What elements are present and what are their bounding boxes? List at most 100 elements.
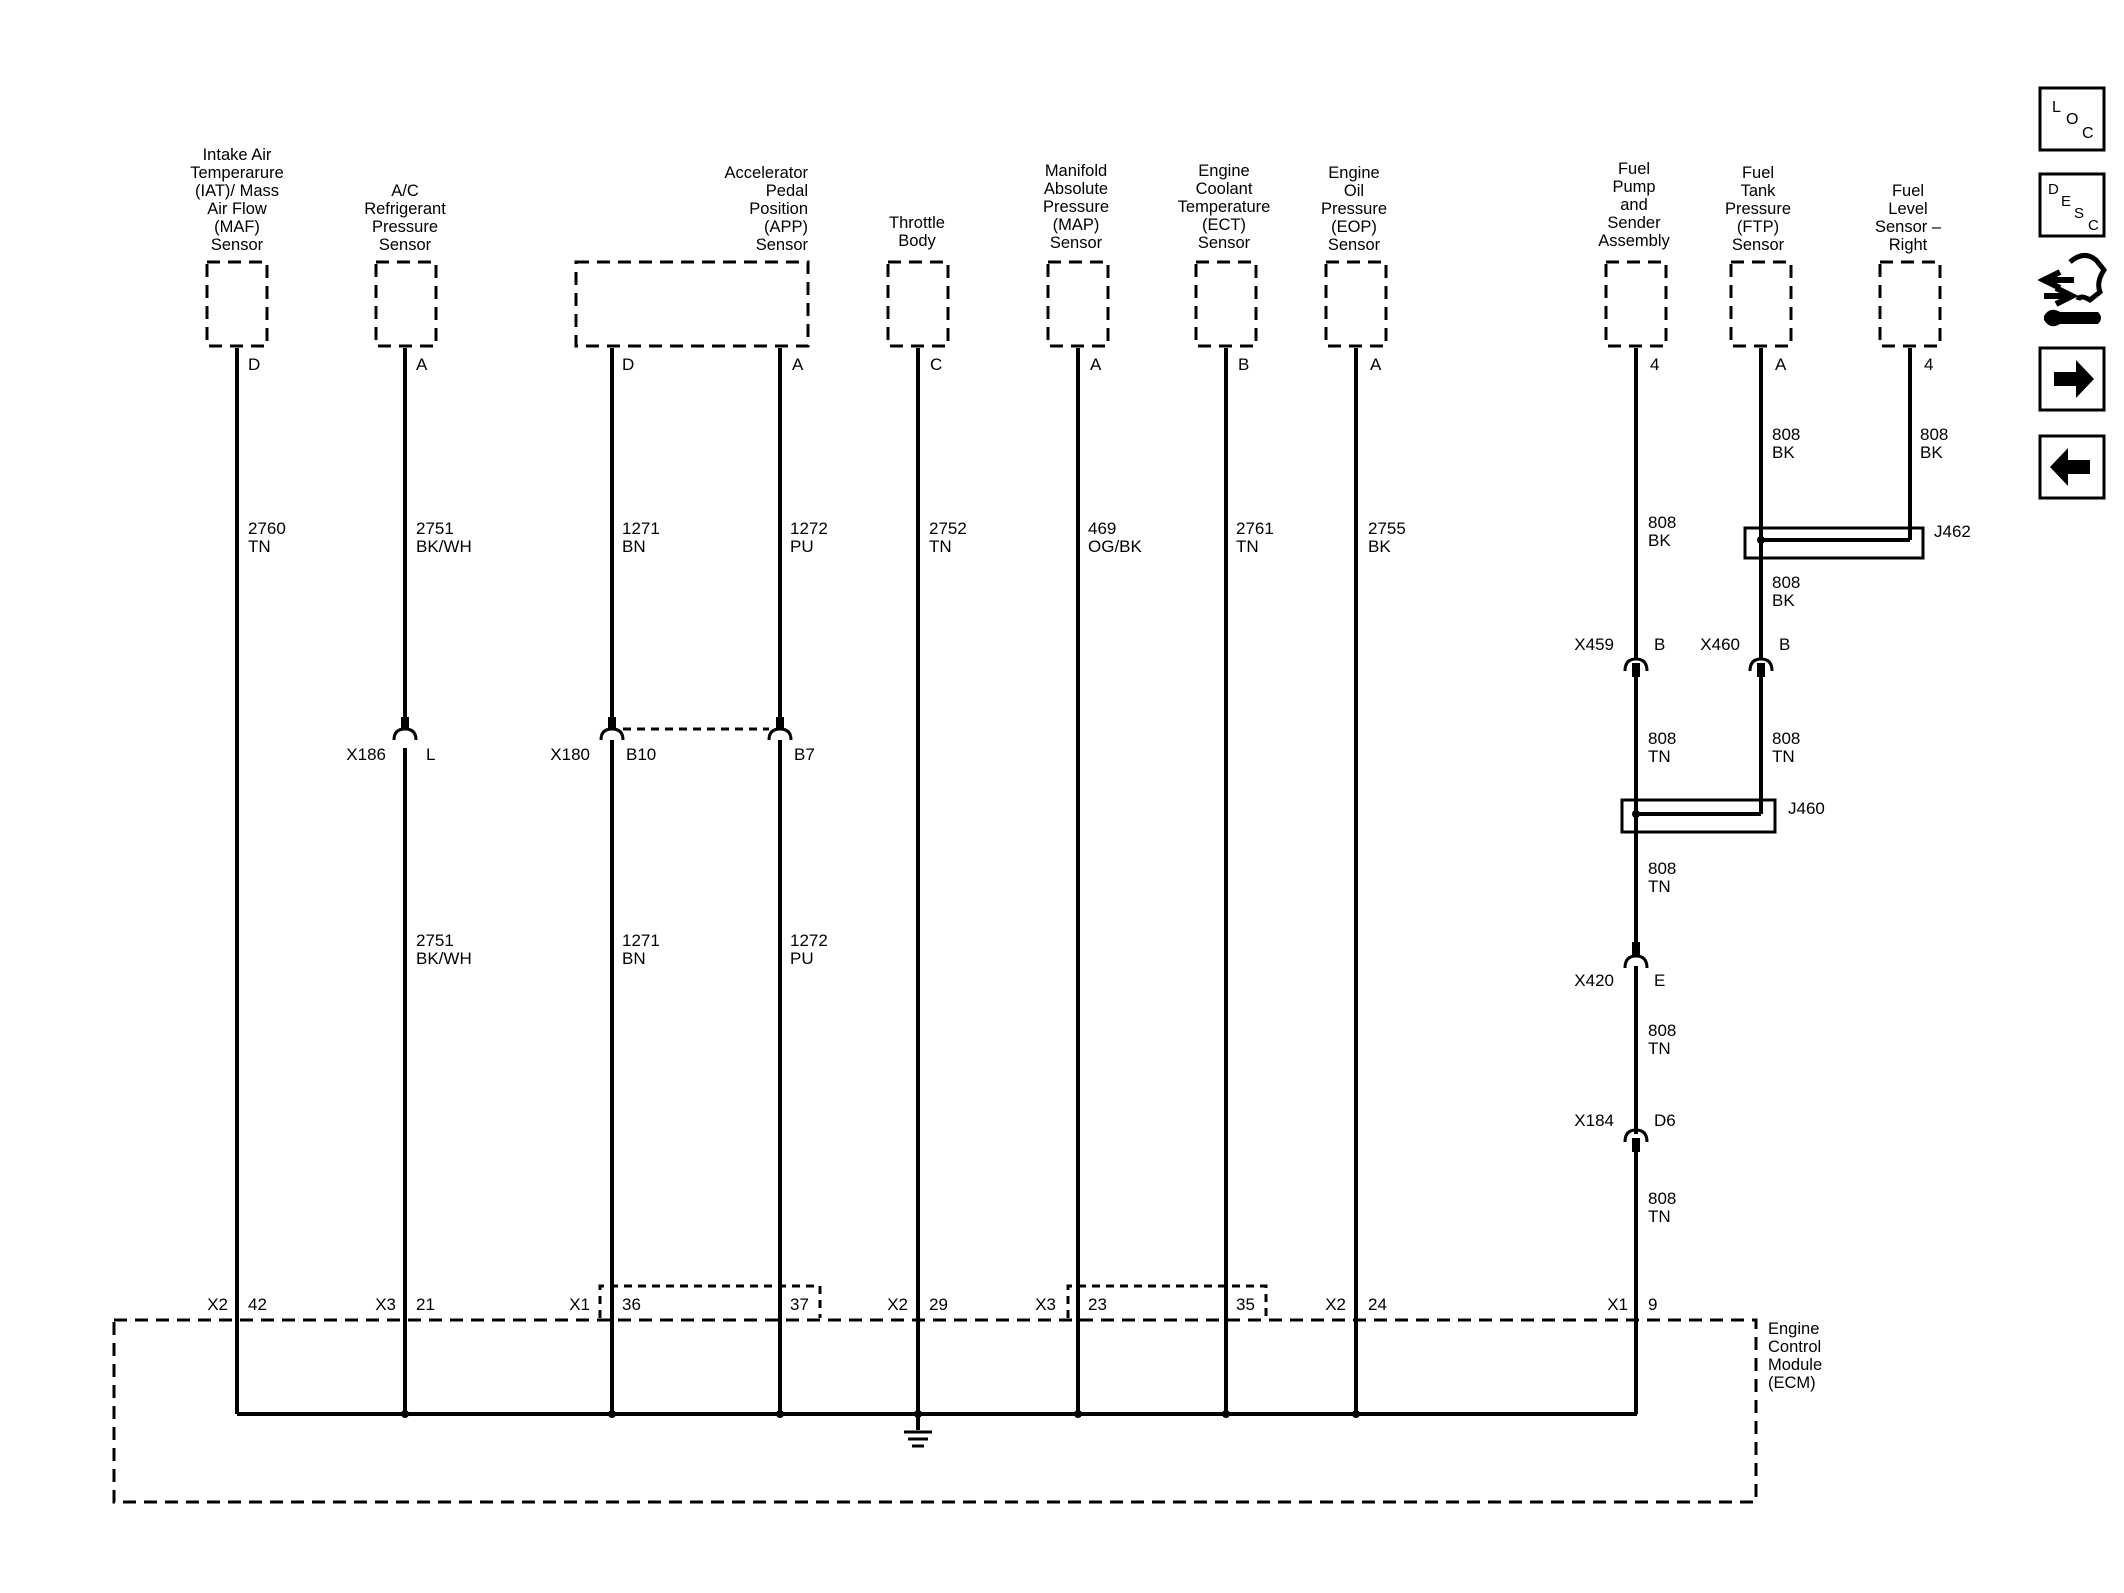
svg-text:Sensor: Sensor [1732, 236, 1785, 254]
next-page-button[interactable] [2038, 346, 2106, 412]
svg-text:BN: BN [622, 949, 646, 968]
svg-text:Sensor: Sensor [756, 236, 809, 254]
svg-text:TN: TN [1236, 537, 1259, 556]
svg-text:O: O [2066, 111, 2078, 128]
svg-text:TN: TN [1648, 877, 1671, 896]
svg-text:BK: BK [1368, 537, 1391, 556]
label-ac-refrigerant-sensor: A/C Refrigerant Pressure Sensor [364, 182, 446, 254]
svg-text:Level: Level [1888, 200, 1927, 218]
svg-text:E: E [2061, 193, 2071, 210]
pin-iat: D [248, 355, 260, 374]
svg-text:TN: TN [248, 537, 271, 556]
svg-text:D: D [2048, 181, 2059, 198]
svg-text:BK: BK [1648, 531, 1671, 550]
connector-x180-icon [599, 717, 793, 741]
svg-text:BK: BK [1772, 443, 1795, 462]
j460-junction [1632, 810, 1640, 818]
svg-text:PU: PU [790, 949, 814, 968]
pin-x186: L [426, 745, 435, 764]
svg-text:X3: X3 [1035, 1295, 1056, 1314]
label-x186: X186 [346, 745, 386, 764]
svg-text:808: 808 [1648, 1021, 1676, 1040]
label-map-sensor: Manifold Absolute Pressure (MAP) Sensor [1043, 162, 1109, 252]
svg-text:X3: X3 [375, 1295, 396, 1314]
svg-text:808: 808 [1648, 859, 1676, 878]
svg-text:42: 42 [248, 1295, 267, 1314]
ecm-pin-23: X3 23 [1035, 1295, 1107, 1314]
svg-text:Temperature: Temperature [1178, 198, 1271, 216]
svg-text:Oil: Oil [1344, 182, 1364, 200]
schematic-wrench-icon[interactable] [2037, 253, 2108, 327]
svg-text:Fuel: Fuel [1618, 160, 1650, 178]
label-x420: X420 [1574, 971, 1614, 990]
desc-button[interactable]: D E S C [2038, 172, 2106, 238]
svg-text:Assembly: Assembly [1598, 232, 1670, 250]
svg-text:TN: TN [1648, 1039, 1671, 1058]
ecm-pin-21: X3 21 [375, 1295, 435, 1314]
connector-x420-icon [1623, 942, 1649, 969]
svg-text:Pressure: Pressure [372, 218, 438, 236]
svg-text:Engine: Engine [1768, 1320, 1819, 1338]
fuel-pump-box [1604, 260, 1668, 348]
svg-text:Throttle: Throttle [889, 214, 945, 232]
loc-button[interactable]: L O C [2038, 86, 2106, 152]
svg-text:Sensor: Sensor [1198, 234, 1251, 252]
previous-page-button[interactable] [2038, 434, 2106, 500]
svg-text:L: L [2052, 99, 2061, 116]
ecm-box [112, 1318, 1758, 1504]
svg-text:(IAT)/ Mass: (IAT)/ Mass [195, 182, 279, 200]
label-eop-sensor: Engine Oil Pressure (EOP) Sensor [1321, 164, 1387, 254]
svg-text:Module: Module [1768, 1356, 1822, 1374]
label-x460: X460 [1700, 635, 1740, 654]
svg-text:24: 24 [1368, 1295, 1387, 1314]
svg-text:1271: 1271 [622, 519, 660, 538]
svg-text:Sensor: Sensor [211, 236, 264, 254]
svg-text:TN: TN [1648, 747, 1671, 766]
pin-x180-b10: B10 [626, 745, 656, 764]
svg-text:2761: 2761 [1236, 519, 1274, 538]
label-throttle-body: Throttle Body [889, 214, 945, 250]
label-fuel-pump-sender: Fuel Pump and Sender Assembly [1598, 160, 1670, 250]
label-j462: J462 [1934, 522, 1971, 541]
svg-text:Sensor: Sensor [1328, 236, 1381, 254]
label-iat-maf-sensor: Intake Air Temperarure (IAT)/ Mass Air F… [190, 146, 284, 254]
svg-text:(MAF): (MAF) [214, 218, 260, 236]
iat-maf-sensor-box [205, 260, 269, 348]
svg-text:Intake Air: Intake Air [203, 146, 272, 164]
svg-text:Temperarure: Temperarure [190, 164, 284, 182]
svg-text:Coolant: Coolant [1196, 180, 1253, 198]
ground-icon [904, 1414, 932, 1448]
svg-text:808: 808 [1920, 425, 1948, 444]
svg-text:Right: Right [1889, 236, 1928, 254]
svg-text:37: 37 [790, 1295, 809, 1314]
label-j460: J460 [1788, 799, 1825, 818]
svg-text:X2: X2 [1325, 1295, 1346, 1314]
j462-junction [1757, 536, 1765, 544]
ecm-pin-37: 37 [790, 1295, 809, 1314]
svg-text:469: 469 [1088, 519, 1116, 538]
svg-text:21: 21 [416, 1295, 435, 1314]
svg-text:23: 23 [1088, 1295, 1107, 1314]
svg-text:Engine: Engine [1328, 164, 1379, 182]
svg-text:Sensor: Sensor [1050, 234, 1103, 252]
svg-text:BN: BN [622, 537, 646, 556]
svg-text:1271: 1271 [622, 931, 660, 950]
svg-text:(APP): (APP) [764, 218, 808, 236]
pin-ftp: A [1775, 355, 1787, 374]
svg-text:(FTP): (FTP) [1737, 218, 1779, 236]
app-sensor-box [574, 260, 810, 348]
label-x180: X180 [550, 745, 590, 764]
fuel-level-sensor-box [1878, 260, 1942, 348]
svg-text:C: C [2082, 125, 2094, 142]
svg-text:PU: PU [790, 537, 814, 556]
connector-x184-icon [1623, 1128, 1649, 1152]
pin-x180-b7: B7 [794, 745, 815, 764]
